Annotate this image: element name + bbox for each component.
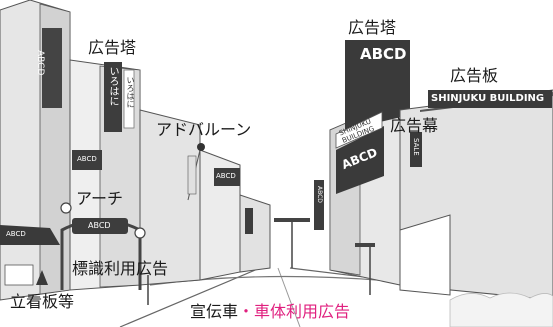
abcd-wall-sign-left [72,150,102,170]
shinjuku-small-sign [335,111,383,149]
label-arch: アーチ [76,189,124,208]
label-hyoshiki: 標識利用広告 [72,259,169,278]
label-shatai: 車体利用広告 [254,302,351,321]
abcd-tower-text: ABCD [360,45,407,63]
label-senden-text: 宣伝車 [190,302,239,321]
sale-banner-text: SALE [412,138,420,156]
shinjuku-billboard-text: SHINJUKU BUILDING [431,93,545,104]
label-kokokuban: 広告板 [450,66,499,85]
label-tatekanban: 立看板等 [10,292,75,311]
center-vertical-sign-text: ABCD [316,186,323,203]
abcd-panel-tilted [336,126,384,194]
abcd-tower [345,40,410,130]
awning-sign-text: ABCD [6,230,26,238]
trees-right [449,292,553,327]
sale-banner [410,132,422,167]
balloon-banner [187,155,197,195]
building-5-sign [245,208,253,234]
signal-arm [274,218,310,222]
left-awning [0,225,60,245]
label-separator: ・ [238,302,255,321]
road-center-line [277,267,301,327]
arch-sign-text: ABCD [88,221,111,230]
label-kokokutou-left: 広告塔 [88,38,137,57]
abcd-wall-sign-left-text: ABCD [77,155,97,163]
label-kokokumaku: 広告幕 [390,116,439,135]
left-shop-window [4,264,34,286]
label-senden: 宣伝車・車体利用広告 [190,304,350,320]
right-wall-panel [399,214,451,296]
arch-sign [72,218,128,234]
left-building-5 [239,194,271,273]
vertical-abcd-sign-center [314,180,324,230]
label-adoballoon: アドバルーン [156,120,252,139]
iroha-sign-text: いろはに [107,66,118,106]
sandwich-board [36,270,48,285]
right-lamp-head [355,243,375,247]
abcd-small-sign-mid [214,168,240,186]
arch-lamp-left [60,202,72,214]
iroha-small-sign-text: いろはに [126,76,135,108]
label-kokokutou-right: 広告塔 [348,18,397,37]
vertical-sign-left [42,28,62,108]
shinjuku-billboard [428,90,552,108]
abcd-vertical-sign-text: ABCD [35,50,45,76]
abcd-mid-sign-text: ABCD [216,172,236,180]
iroha-tower-sign [104,62,122,132]
iroha-small-sign [123,69,135,129]
road [0,300,553,327]
ad-balloon [197,143,205,151]
arch-lamp-right [134,227,146,239]
